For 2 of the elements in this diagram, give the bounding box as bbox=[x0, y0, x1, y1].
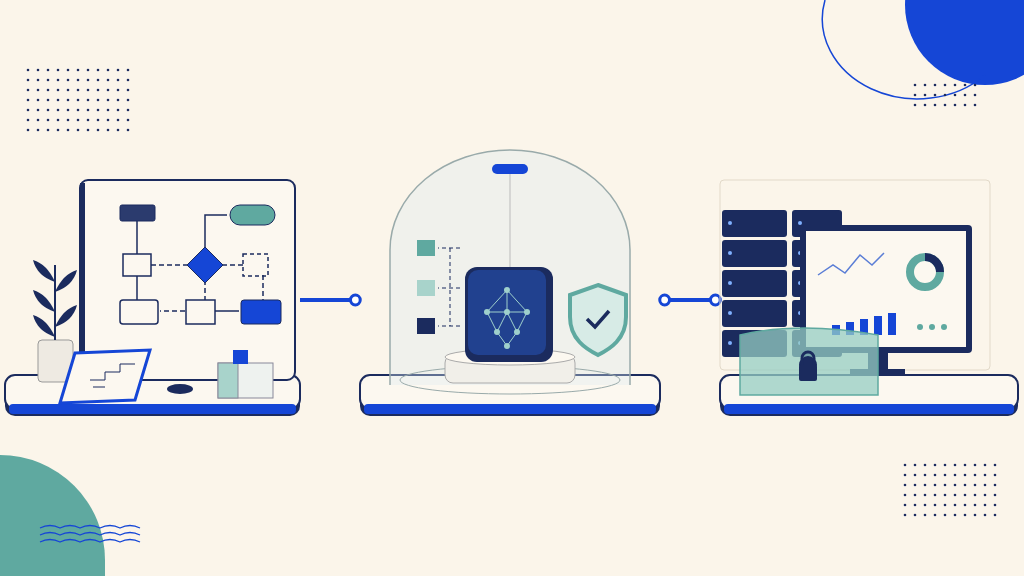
connector bbox=[300, 293, 362, 307]
connector bbox=[658, 293, 722, 307]
